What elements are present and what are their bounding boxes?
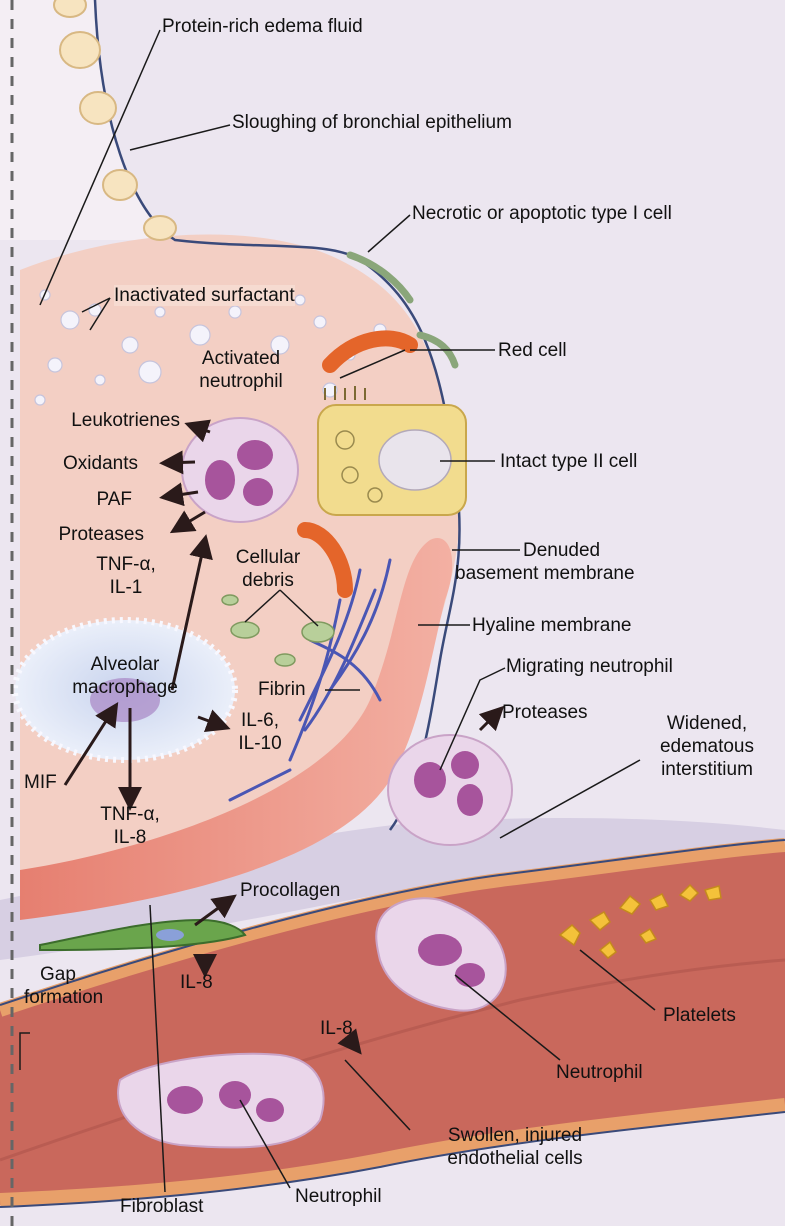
activated-neutrophil	[182, 418, 298, 522]
label-neutrophil-bottom: Neutrophil	[295, 1186, 382, 1207]
label-paf: PAF	[20, 489, 132, 510]
label-il8-left: IL-8	[180, 972, 213, 993]
label-il6-line1: IL-6,	[241, 710, 279, 731]
label-proteases-lower: Proteases	[502, 702, 588, 723]
label-swollen-line1: Swollen, injured	[448, 1125, 582, 1146]
label-activated-neutrophil-line1: Activated	[202, 348, 280, 369]
label-denuded-line1: Denuded	[523, 540, 600, 561]
label-intact-type-ii-cell: Intact type II cell	[500, 451, 637, 472]
label-widened-line1: Widened,	[667, 713, 747, 734]
label-il8-center: IL-8	[320, 1018, 353, 1039]
label-tnf-il1-line1: TNF-α,	[96, 554, 156, 575]
label-tnf-il8-line2: IL-8	[114, 827, 147, 848]
label-oxidants: Oxidants	[20, 453, 138, 474]
label-protein-rich-edema-fluid: Protein-rich edema fluid	[162, 16, 363, 37]
label-proteases-upper: Proteases	[20, 524, 144, 545]
label-inactivated-surfactant: Inactivated surfactant	[114, 285, 295, 306]
label-red-cell: Red cell	[498, 340, 567, 361]
label-widened-line3: interstitium	[661, 759, 753, 780]
label-widened-line2: edematous	[660, 736, 754, 757]
label-leukotrienes: Leukotrienes	[20, 410, 180, 431]
label-sloughing-bronchial-epithelium: Sloughing of bronchial epithelium	[232, 112, 512, 133]
label-cellular-debris-line1: Cellular	[236, 547, 300, 568]
label-gap-formation-line2: formation	[24, 987, 103, 1008]
label-gap-formation-line1: Gap	[40, 964, 76, 985]
label-migrating-neutrophil: Migrating neutrophil	[506, 656, 673, 677]
label-il6-line2: IL-10	[238, 733, 281, 754]
label-necrotic-type-i-cell: Necrotic or apoptotic type I cell	[412, 203, 672, 224]
label-neutrophil-vessel: Neutrophil	[556, 1062, 643, 1083]
migrating-neutrophil	[388, 735, 512, 845]
label-tnf-il8-line1: TNF-α,	[100, 804, 160, 825]
label-activated-neutrophil-line2: neutrophil	[199, 371, 282, 392]
label-platelets: Platelets	[663, 1005, 736, 1026]
label-procollagen: Procollagen	[240, 880, 340, 901]
label-tnf-il1-line2: IL-1	[110, 577, 143, 598]
label-mif: MIF	[24, 772, 57, 793]
label-cellular-debris-line2: debris	[242, 570, 294, 591]
label-alveolar-macrophage-line1: Alveolar	[91, 654, 160, 675]
label-fibroblast: Fibroblast	[120, 1196, 203, 1217]
label-alveolar-macrophage-line2: macrophage	[72, 677, 178, 698]
label-hyaline-membrane: Hyaline membrane	[472, 615, 631, 636]
type-ii-cell	[318, 386, 466, 515]
label-swollen-line2: endothelial cells	[447, 1148, 582, 1169]
bottom-neutrophil	[118, 1054, 324, 1148]
label-denuded-line2: basement membrane	[455, 563, 635, 584]
label-fibrin: Fibrin	[258, 679, 306, 700]
